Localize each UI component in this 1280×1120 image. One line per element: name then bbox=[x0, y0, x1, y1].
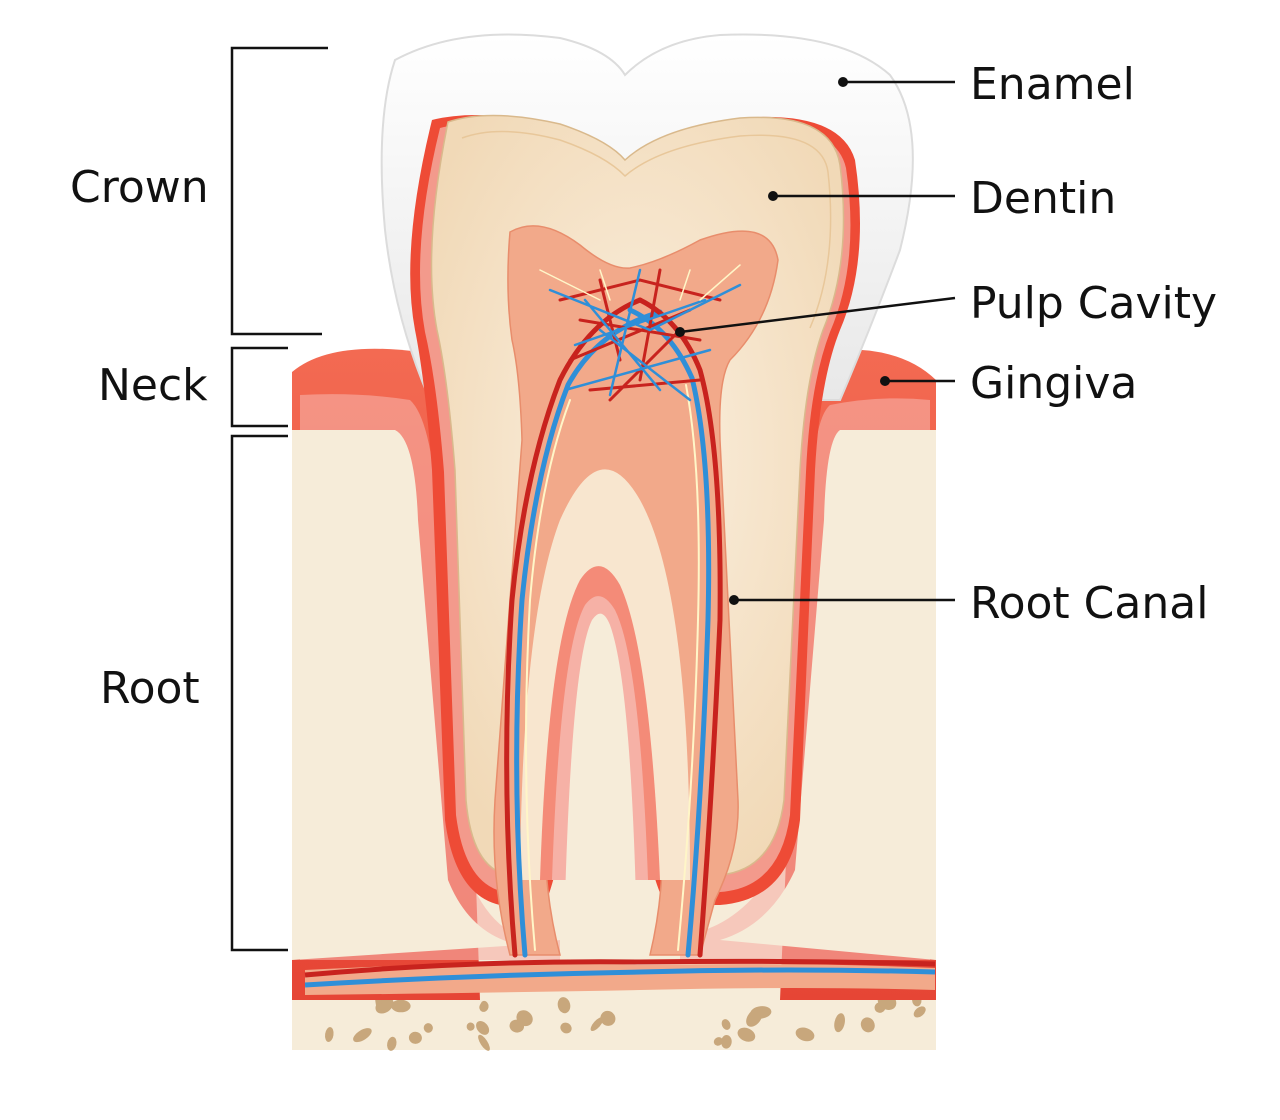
bone-pore bbox=[713, 1037, 723, 1046]
bone-pore bbox=[557, 997, 571, 1014]
region-neck: Neck bbox=[98, 360, 208, 411]
region-root: Root bbox=[100, 663, 200, 714]
label-enamel: Enamel bbox=[970, 59, 1135, 110]
base-artery bbox=[304, 958, 936, 978]
bone-pore bbox=[478, 1034, 490, 1051]
label-gingiva: Gingiva bbox=[970, 358, 1137, 409]
bone-pore bbox=[476, 1020, 490, 1035]
bone-pore bbox=[423, 1023, 433, 1033]
label-root-canal: Root Canal bbox=[970, 578, 1208, 629]
bone-pore bbox=[600, 1010, 616, 1026]
bone-pore bbox=[721, 1019, 731, 1030]
bone-pore bbox=[325, 1027, 334, 1042]
label-dentin: Dentin bbox=[970, 173, 1116, 224]
bone-pore bbox=[721, 1035, 732, 1049]
inner-bone-arch bbox=[565, 613, 636, 900]
bone-pore bbox=[590, 1017, 604, 1031]
region-brackets bbox=[230, 46, 328, 952]
bone-pore bbox=[391, 999, 411, 1013]
bone-pore bbox=[353, 1028, 372, 1043]
bone-pore bbox=[913, 1006, 926, 1018]
base-vein bbox=[304, 967, 936, 988]
region-crown: Crown bbox=[70, 162, 209, 213]
bone-pore bbox=[750, 1006, 772, 1019]
bone-pore bbox=[834, 1013, 845, 1033]
bone-pore bbox=[509, 1019, 525, 1033]
dentin-inner-line bbox=[461, 130, 832, 329]
label-pointers bbox=[679, 80, 956, 602]
bone-pore bbox=[560, 1022, 572, 1034]
bone-left-inner bbox=[292, 430, 520, 960]
bone-pore bbox=[479, 1002, 489, 1012]
pulp-vessels bbox=[504, 264, 742, 958]
bone-pore bbox=[466, 1022, 475, 1031]
bone-right-inner bbox=[720, 430, 936, 960]
bone-pore bbox=[795, 1027, 815, 1042]
bone-pore bbox=[408, 1031, 422, 1044]
label-pointer-dots bbox=[675, 77, 890, 605]
bone-pore bbox=[387, 1036, 397, 1051]
bone-pore bbox=[860, 1017, 875, 1033]
label-pulp-cavity: Pulp Cavity bbox=[970, 278, 1217, 329]
bone-pore bbox=[737, 1027, 756, 1042]
